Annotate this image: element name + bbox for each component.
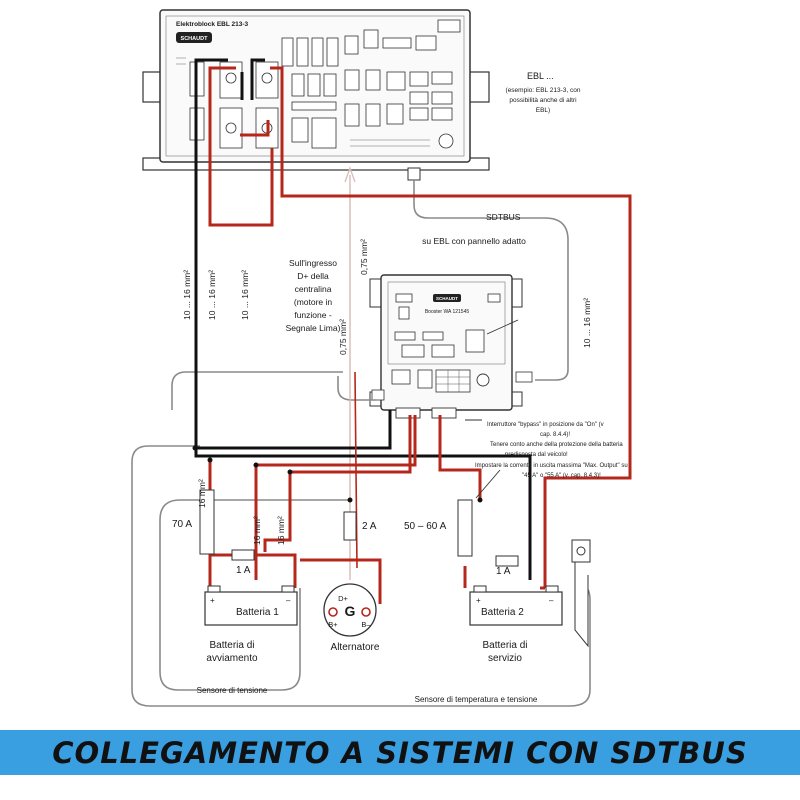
battery-1: [204, 591, 298, 626]
fuse-label-70a: 70 A: [172, 519, 192, 530]
alternator-label: Alternatore: [331, 642, 380, 653]
fuse-1a-left: [231, 549, 255, 561]
gray-wires: [131, 180, 591, 707]
wiring-diagram: Elektroblock EBL 213-3 SCHAUDT: [131, 9, 632, 707]
alternator: [323, 583, 377, 637]
ebl-unit: Elektroblock EBL 213-3 SCHAUDT: [142, 9, 490, 181]
fuse-label-50-60a: 50 – 60 A: [404, 521, 447, 532]
ebl-brand: Elektroblock EBL 213-3: [176, 21, 249, 28]
wire-label-16-a: 16 mm²: [197, 479, 207, 508]
wire-label-10-16-c: 10 ... 16 mm²: [240, 270, 250, 320]
booster-note-line-6: "45 A" o "55 A" (v. cap. 8.4.3)!: [522, 473, 601, 479]
alternator-bminus: B–: [361, 620, 371, 629]
black-wires: [194, 58, 532, 580]
battery-1-plus: +: [210, 596, 215, 605]
ebl-note-line-1: (esempio: EBL 213-3, con: [506, 87, 581, 94]
booster-note-line-3: Tenere conto anche della protezione dell…: [490, 442, 623, 448]
ebl-logo: SCHAUDT: [181, 36, 209, 42]
wire-label-075-mid: 0,75 mm²: [338, 319, 348, 355]
fuse-label-1a-right: 1 A: [496, 566, 511, 577]
dplus-note-line-5: funzione -: [294, 310, 331, 320]
red-wires: [208, 66, 632, 604]
temperature-sensor: [571, 539, 591, 648]
booster-brand: Booster WA 121545: [425, 309, 470, 315]
fuse-70a: [199, 489, 215, 555]
booster-logo: SCHAUDT: [436, 296, 458, 301]
ebl-note-line-2: possibilità anche di altri: [509, 97, 576, 104]
fuse-2a: [343, 511, 357, 541]
booster-unit: SCHAUDT Booster WA 121545: [369, 274, 533, 419]
dplus-note-line-3: centralina: [295, 284, 332, 294]
battery-1-desc-line-2: avviamento: [206, 653, 258, 664]
wire-label-10-16-a: 10 ... 16 mm²: [182, 270, 192, 320]
dplus-note-line-4: (motore in: [294, 297, 333, 307]
ebl-note-line-3: EBL): [536, 107, 550, 114]
fuse-50-60a: [457, 499, 473, 557]
title-banner: COLLEGAMENTO A SISTEMI CON SDTBUS: [0, 730, 800, 775]
d-plus-wire: [354, 371, 358, 569]
battery-2: [469, 591, 563, 626]
booster-note-line-5: Impostare la corrente in uscita massima …: [475, 463, 628, 469]
booster-note-line-1: Interruttore "bypass" in posizione da "O…: [487, 422, 604, 428]
sdtbus-label: SDTBUS: [486, 212, 521, 222]
bottom-strip: [0, 775, 800, 800]
fuse-1a-right: [495, 555, 519, 567]
battery-2-plus: +: [476, 596, 481, 605]
battery-2-desc-line-2: servizio: [488, 653, 522, 664]
wire-label-075-top: 0,75 mm²: [359, 239, 369, 275]
battery-1-desc-line-1: Batteria di: [209, 640, 254, 651]
battery-1-minus: –: [286, 596, 291, 605]
banner-title: COLLEGAMENTO A SISTEMI CON SDTBUS: [52, 735, 748, 770]
d-plus-arrow: [344, 166, 356, 183]
booster-note-line-2: cap. 8.4.4)!: [540, 432, 570, 438]
fuse-label-1a-left: 1 A: [236, 565, 251, 576]
dplus-note-line-6: Segnale Lima): [286, 323, 341, 333]
wire-label-16-b: 16 mm²: [252, 516, 262, 545]
dplus-note-line-1: Sull'ingresso: [289, 258, 337, 268]
alternator-bplus: B+: [328, 620, 338, 629]
fuse-label-2a: 2 A: [362, 521, 377, 532]
booster-note-line-4: predisposta dal veicolo!: [505, 452, 568, 458]
sdtbus-sub-label: su EBL con pannello adatto: [422, 236, 526, 246]
wire-label-10-16-b: 10 ... 16 mm²: [207, 270, 217, 320]
sensor-temp-label: Sensore di temperatura e tensione: [415, 695, 538, 704]
dplus-note-line-2: D+ della: [297, 271, 329, 281]
sensor-voltage-label: Sensore di tensione: [197, 686, 268, 695]
battery-2-minus: –: [549, 596, 554, 605]
battery-2-label: Batteria 2: [481, 607, 524, 618]
battery-2-desc-line-1: Batteria di: [482, 640, 527, 651]
ebl-title: EBL ...: [527, 71, 554, 81]
wire-label-10-16-d: 10 ... 16 mm²: [582, 298, 592, 348]
battery-1-label: Batteria 1: [236, 607, 279, 618]
alternator-g: G: [345, 603, 356, 619]
wire-label-16-c: 16 mm²: [276, 516, 286, 545]
alternator-dplus: D+: [338, 594, 348, 603]
